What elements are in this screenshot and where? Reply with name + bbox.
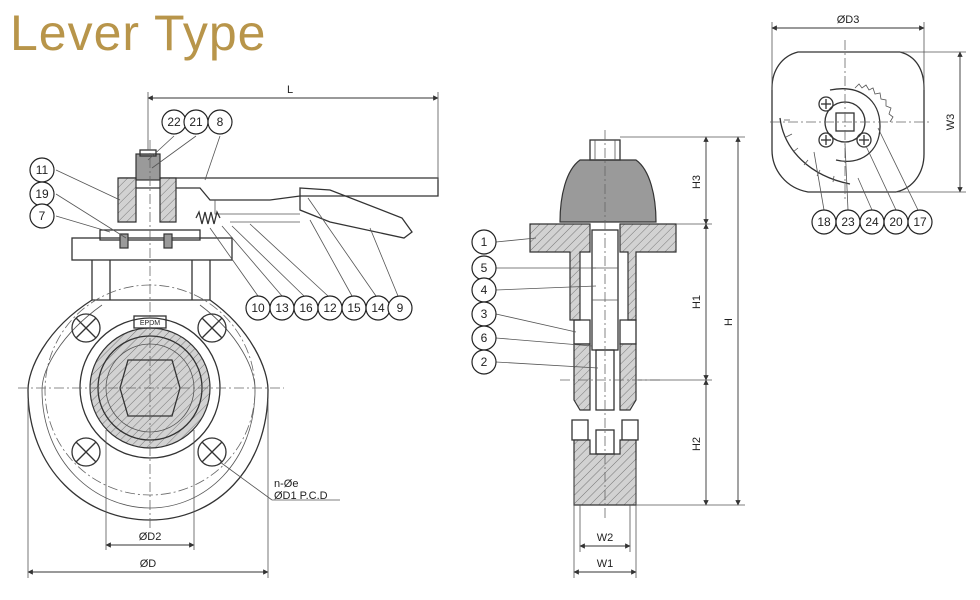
svg-text:19: 19 [35,187,49,201]
callout-16: 16 [293,295,319,321]
callout-4: 4 [471,277,497,303]
svg-text:5: 5 [481,261,488,275]
svg-text:22: 22 [167,115,181,129]
svg-text:12: 12 [323,301,337,315]
top-callouts: 18 23 24 20 17 [811,127,933,235]
svg-text:11: 11 [36,163,49,177]
section-callouts: 1 5 4 3 6 2 [471,229,599,375]
section-view [529,130,677,520]
svg-text:17: 17 [913,215,927,229]
svg-text:18: 18 [817,215,831,229]
svg-text:6: 6 [481,331,488,345]
dim-W2: W2 [597,532,614,544]
callout-14: 14 [365,295,391,321]
svg-text:16: 16 [299,301,313,315]
callout-24: 24 [859,209,885,235]
callout-1: 1 [471,229,497,255]
callout-15: 15 [341,295,367,321]
dim-L: L [287,84,293,96]
svg-text:20: 20 [889,215,903,229]
svg-text:23: 23 [841,215,855,229]
svg-text:7: 7 [39,209,46,223]
dim-D: ØD [140,558,157,570]
callout-7: 7 [29,203,55,229]
cap [559,159,657,223]
top-nut [135,153,161,181]
dim-D3: ØD3 [837,14,860,26]
svg-text:2: 2 [481,355,488,369]
svg-text:24: 24 [865,215,879,229]
svg-text:3: 3 [481,307,488,321]
callout-2: 2 [471,349,497,375]
dim-D2: ØD2 [139,531,162,543]
top-dimensions: ØD3 W3 [771,14,966,193]
dim-H2: H2 [691,437,703,451]
page-title: Lever Type [10,5,267,61]
callout-22: 22 [161,109,187,135]
callout-11: 11 [29,157,55,183]
callout-10: 10 [245,295,271,321]
callout-20: 20 [883,209,909,235]
dim-W1: W1 [597,558,614,570]
callout-9: 9 [387,295,413,321]
dim-ne: n-Øe [274,478,298,490]
callout-17: 17 [907,209,933,235]
svg-text:10: 10 [251,301,265,315]
front-dimensions: L ØD2 ØD n-Øe ØD1 P.C.D [27,84,439,578]
svg-text:4: 4 [481,283,488,297]
front-callouts: 22 21 8 11 19 7 10 13 16 12 15 14 9 [29,109,413,321]
top-plate [71,237,233,261]
callout-19: 19 [29,181,55,207]
section-dimensions: H3 H1 H2 H W2 W1 [573,136,745,578]
svg-text:1: 1 [481,235,488,249]
dim-W3: W3 [945,114,957,131]
svg-text:9: 9 [397,301,404,315]
callout-12: 12 [317,295,343,321]
dim-d1-pcd: ØD1 P.C.D [274,490,328,502]
callout-13: 13 [269,295,295,321]
dim-H3: H3 [691,175,703,189]
svg-text:21: 21 [189,115,203,129]
spring [195,210,221,225]
dim-H: H [723,318,735,326]
top-view [770,40,930,200]
callout-5: 5 [471,255,497,281]
callout-23: 23 [835,209,861,235]
front-view: EPDM [18,140,439,530]
callout-18: 18 [811,209,837,235]
dim-H1: H1 [691,295,703,309]
callout-8: 8 [207,109,233,135]
callout-6: 6 [471,325,497,351]
svg-text:8: 8 [217,115,224,129]
lever-grip [299,187,413,239]
svg-text:13: 13 [275,301,289,315]
callout-21: 21 [183,109,209,135]
svg-text:14: 14 [371,301,385,315]
svg-text:15: 15 [347,301,361,315]
callout-3: 3 [471,301,497,327]
